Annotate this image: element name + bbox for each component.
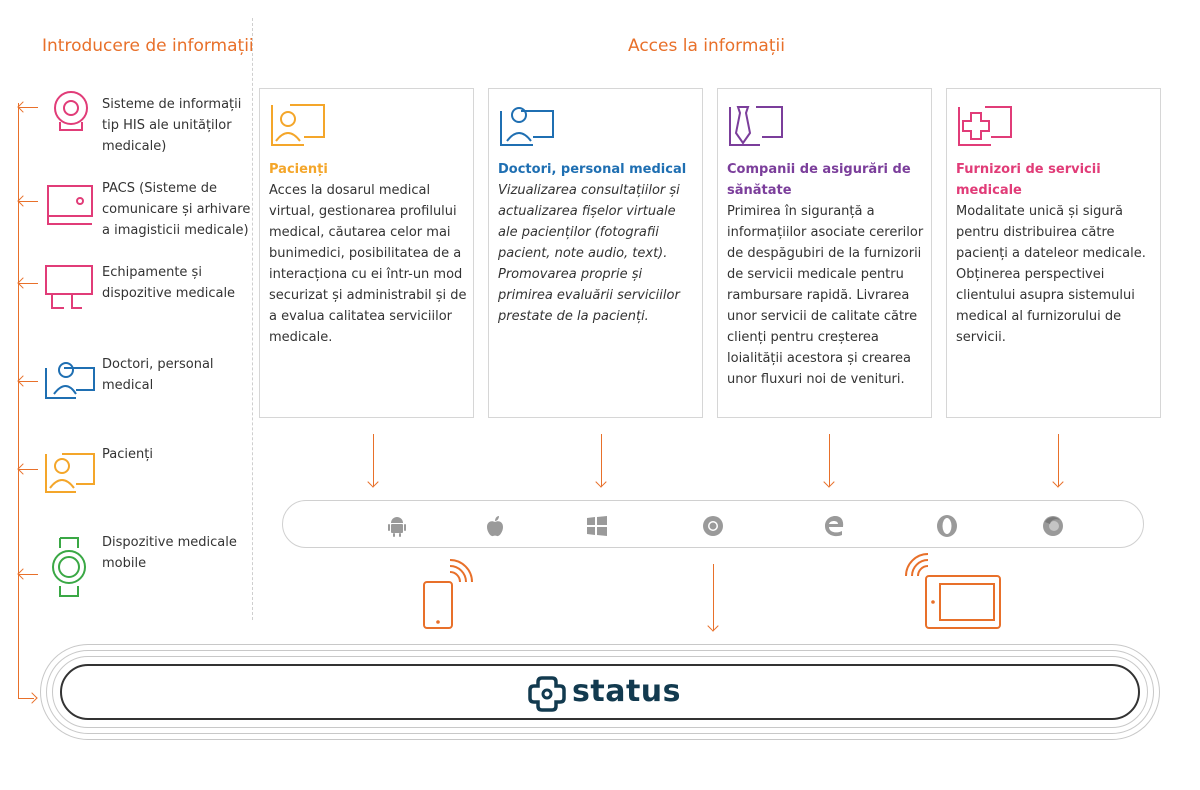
card-body: Modalitate unică și sigură pentru distri… bbox=[956, 204, 1146, 345]
card-title: Doctori, personal medical bbox=[498, 162, 687, 177]
card-title: Companii de asigurări de sănătate bbox=[727, 162, 911, 198]
input-item-pacs: PACS (Sisteme de comunicare și arhivare … bbox=[17, 176, 250, 246]
card-body: Primirea în siguranță a informațiilor as… bbox=[727, 204, 924, 387]
patient-icon bbox=[45, 453, 95, 493]
input-item-his: Sisteme de informații tip HIS ale unităț… bbox=[17, 86, 248, 156]
status-platform bbox=[40, 644, 1160, 740]
input-item-doctors: Doctori, personal medical bbox=[17, 354, 248, 414]
doctor-icon bbox=[500, 107, 554, 146]
smartwatch-icon bbox=[52, 537, 86, 597]
input-flow-line bbox=[18, 103, 19, 699]
input-item-mobile-devices: Dispozitive medicale mobile bbox=[17, 532, 248, 598]
input-label: PACS (Sisteme de comunicare și arhivare … bbox=[102, 181, 251, 238]
input-label: Pacienți bbox=[102, 447, 153, 462]
insurance-icon bbox=[729, 106, 783, 146]
provider-icon bbox=[958, 106, 1012, 146]
flow-arrow bbox=[1058, 434, 1059, 486]
card-patients: Pacienți Acces la dosarul medical virtua… bbox=[259, 88, 474, 418]
input-heading: Introducere de informații bbox=[42, 36, 254, 56]
doctor-icon bbox=[45, 362, 95, 399]
windows-icon bbox=[587, 516, 607, 536]
status-logo-mark bbox=[528, 676, 566, 712]
chrome-icon bbox=[703, 516, 723, 536]
smartphone-icon bbox=[423, 559, 473, 629]
android-icon bbox=[388, 517, 406, 537]
tablet-icon bbox=[905, 553, 1001, 629]
flow-arrow bbox=[373, 434, 374, 486]
card-body: Acces la dosarul medical virtual, gestio… bbox=[269, 183, 467, 345]
card-providers: Furnizori de servicii medicale Modalitat… bbox=[946, 88, 1161, 418]
card-doctors: Doctori, personal medical Vizualizarea c… bbox=[488, 88, 703, 418]
medical-equipment-icon bbox=[45, 265, 93, 309]
input-label: Echipamente și dispozitive medicale bbox=[102, 265, 236, 301]
status-logo: status bbox=[528, 672, 688, 716]
input-label: Sisteme de informații tip HIS ale unităț… bbox=[102, 97, 242, 154]
his-icon bbox=[54, 91, 88, 131]
platform-bar bbox=[282, 500, 1144, 548]
firefox-icon bbox=[1043, 516, 1063, 536]
input-item-equipment: Echipamente și dispozitive medicale bbox=[17, 262, 248, 322]
apple-icon bbox=[487, 516, 503, 537]
input-item-patients: Pacienți bbox=[17, 444, 248, 504]
card-title: Pacienți bbox=[269, 162, 328, 177]
edge-icon bbox=[825, 516, 844, 537]
input-label: Doctori, personal medical bbox=[102, 357, 214, 393]
section-divider bbox=[252, 18, 253, 620]
input-label: Dispozitive medicale mobile bbox=[102, 535, 237, 571]
patient-icon bbox=[271, 104, 325, 146]
opera-icon bbox=[937, 515, 957, 537]
flow-arrow bbox=[829, 434, 830, 486]
flow-arrow bbox=[713, 564, 714, 630]
pacs-icon bbox=[47, 185, 93, 225]
card-insurance: Companii de asigurări de sănătate Primir… bbox=[717, 88, 932, 418]
card-body: Vizualizarea consultațiilor și actualiza… bbox=[498, 183, 680, 324]
flow-arrow bbox=[601, 434, 602, 486]
access-heading: Acces la informații bbox=[628, 36, 785, 56]
status-logo-text: status bbox=[572, 674, 681, 709]
platform-input-arrow bbox=[18, 698, 34, 699]
card-title: Furnizori de servicii medicale bbox=[956, 162, 1101, 198]
